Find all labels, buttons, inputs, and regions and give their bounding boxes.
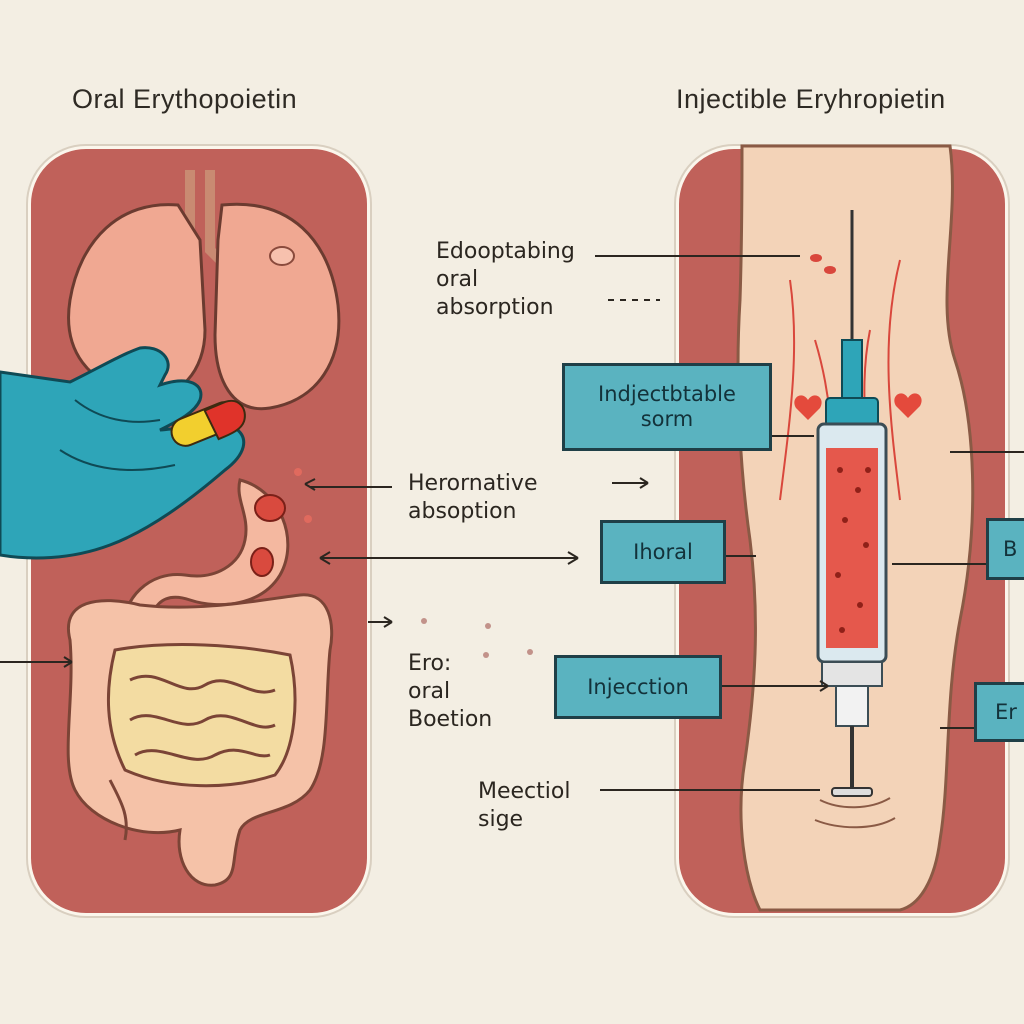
intestines-illustration [66,593,334,887]
box-injectable-form: Indjectbtable sorm [562,363,772,451]
box-ihoral: Ihoral [600,520,726,584]
injectable-title: Injectible Eryhropietin [676,84,946,114]
lungs-illustration [67,170,341,411]
connector-lines [0,255,1024,791]
syringe-illustration [816,210,888,797]
label-edooptabing-absorption: Edooptabing oral absorption [436,239,575,320]
blood-cells-left [254,468,312,523]
gloved-hand-illustration [0,346,246,560]
oral-title: Oral Erythopoietin [72,84,298,114]
box-edge-b: B [986,518,1024,580]
label-herornative-absorption: Herornative absoption [408,471,538,524]
label-ero-oral-boetion: Ero: oral Boetion [408,651,493,732]
box-injection: Injecction [554,655,722,719]
label-meectiol-sige: Meectiol sige [478,779,571,832]
box-edge-er: Er [974,682,1024,742]
capsule-illustration [170,399,246,447]
